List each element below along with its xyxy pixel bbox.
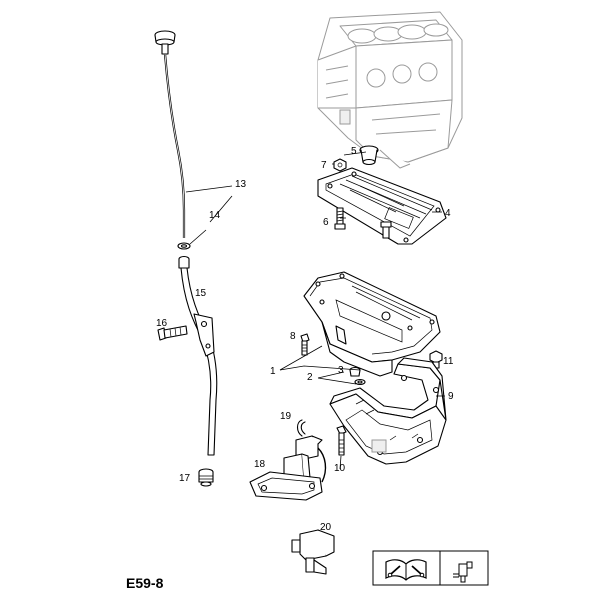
callout-1: 1: [270, 366, 276, 377]
callout-13: 13: [235, 179, 247, 190]
callout-2: 2: [307, 372, 313, 383]
oil-pickup-plug: [359, 145, 379, 166]
engine-block: [317, 11, 463, 169]
stud-bolt: [334, 207, 346, 230]
oil-level-sensor: [249, 435, 327, 501]
callout-18: 18: [254, 459, 266, 470]
retaining-clip: [296, 419, 306, 437]
oil-pan-gasket-plate: [317, 167, 447, 245]
callout-7: 7: [321, 160, 327, 171]
callout-6: 6: [323, 217, 329, 228]
diagram-code: E59-8: [126, 575, 164, 591]
callout-5: 5: [351, 146, 357, 157]
sensor-part-icon: [453, 561, 473, 583]
legend-box: [372, 550, 489, 586]
sensor-connector: [291, 529, 335, 575]
frame-nut: [429, 350, 443, 369]
lower-cradle: [329, 357, 447, 465]
manual-wrench-icon: [385, 559, 427, 581]
callout-4: 4: [445, 208, 451, 219]
callout-19: 19: [280, 411, 292, 422]
callout-9: 9: [448, 391, 454, 402]
oil-pan: [303, 271, 441, 377]
plate-bolt: [380, 221, 392, 239]
callout-labels: 1 2 3 4 5 6 7 8 9 10 11 12 13 14 15 16 1…: [156, 146, 454, 566]
drain-seal: [354, 378, 366, 386]
nut: [333, 158, 347, 172]
seal-ring: [177, 242, 191, 250]
callout-16: 16: [156, 318, 168, 329]
callout-20: 20: [320, 522, 332, 533]
callout-3: 3: [338, 365, 344, 376]
cradle-bolt: [336, 425, 347, 456]
dipstick: [154, 30, 186, 238]
callout-17: 17: [179, 473, 191, 484]
dipstick-tube: [178, 255, 218, 456]
callout-10: 10: [334, 463, 346, 474]
callout-11: 11: [443, 356, 454, 367]
drain-bolt: [349, 366, 361, 377]
pan-bolt: [300, 333, 310, 356]
callout-8: 8: [290, 331, 296, 342]
callout-14: 14: [209, 210, 221, 221]
tube-bolt: [157, 325, 188, 341]
callout-15: 15: [195, 288, 207, 299]
drain-plug: [198, 468, 214, 487]
leader-lines: [185, 151, 445, 470]
